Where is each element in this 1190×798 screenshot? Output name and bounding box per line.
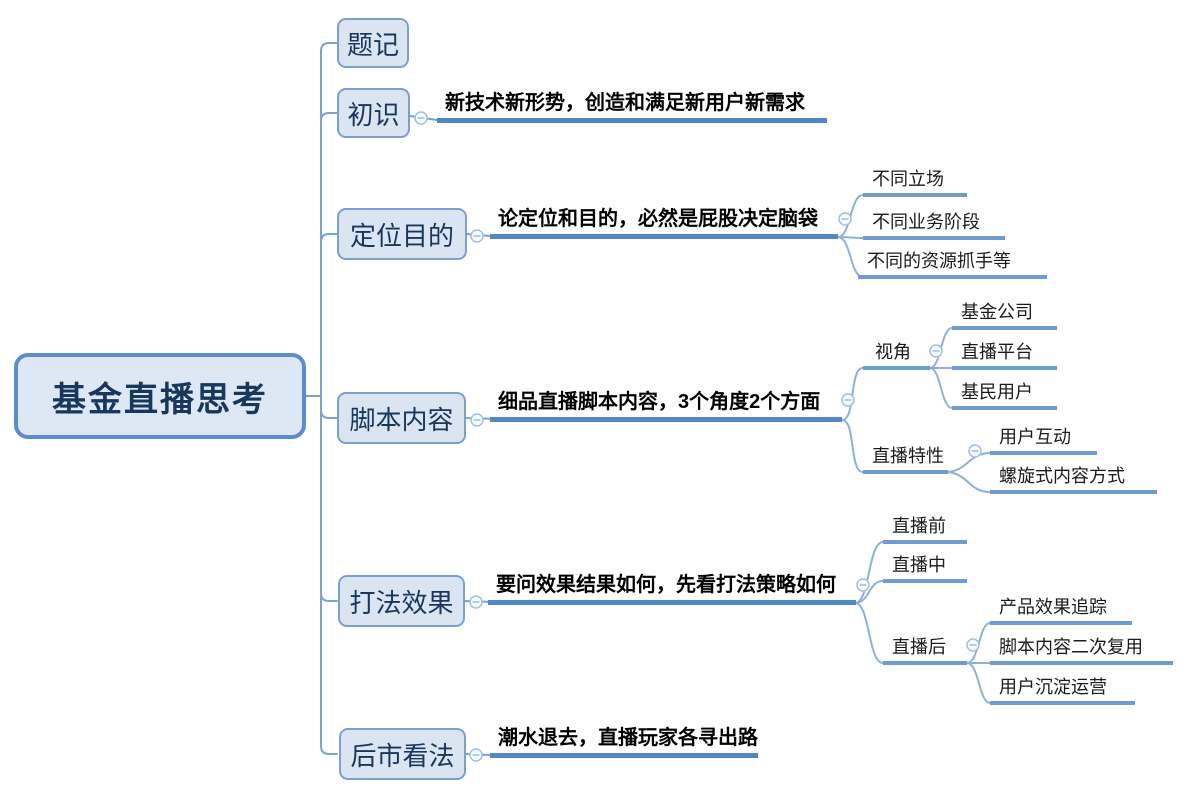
collapse-icon[interactable] bbox=[841, 393, 855, 407]
collapse-icon[interactable] bbox=[856, 578, 870, 592]
subtopic-resources[interactable]: 不同的资源抓手等 bbox=[858, 249, 1047, 279]
collapse-icon[interactable] bbox=[929, 344, 943, 358]
connector-branch-preface bbox=[320, 42, 338, 397]
subtopic-live-platform[interactable]: 直播平台 bbox=[952, 340, 1057, 370]
subtopic-business-stage[interactable]: 不同业务阶段 bbox=[863, 210, 1005, 240]
collapse-icon[interactable] bbox=[470, 413, 484, 427]
branch-topic-first-look[interactable]: 初识 bbox=[337, 88, 410, 138]
subtopic-spiral-content[interactable]: 螺旋式内容方式 bbox=[990, 464, 1157, 494]
collapse-icon[interactable] bbox=[838, 212, 852, 226]
connector-branch-first-look bbox=[320, 112, 338, 397]
subtopic-stance[interactable]: 不同立场 bbox=[863, 167, 967, 197]
collapse-icon[interactable] bbox=[469, 748, 483, 762]
subtopic-viewpoint[interactable]: 视角 bbox=[863, 340, 930, 370]
subtopic-script-reuse[interactable]: 脚本内容二次复用 bbox=[990, 635, 1173, 665]
note-tactics[interactable]: 要问效果结果如何，先看打法策略如何 bbox=[488, 572, 856, 605]
curve-view-3 bbox=[929, 367, 953, 409]
note-script[interactable]: 细品直播脚本内容，3个角度2个方面 bbox=[490, 389, 842, 422]
collapse-icon[interactable] bbox=[469, 595, 483, 609]
curve-tactics-3 bbox=[854, 602, 884, 664]
curve-after-3 bbox=[966, 662, 991, 704]
curve-tactics-1 bbox=[854, 541, 884, 604]
curve-script-1 bbox=[841, 367, 864, 421]
curve-script-2 bbox=[841, 419, 864, 473]
branch-topic-script[interactable]: 脚本内容 bbox=[337, 392, 466, 444]
note-first-look[interactable]: 新技术新形势，创造和满足新用户新需求 bbox=[437, 90, 827, 123]
subtopic-effect-tracking[interactable]: 产品效果追踪 bbox=[990, 595, 1132, 625]
branch-topic-preface[interactable]: 题记 bbox=[337, 18, 409, 68]
connector-branch-positioning bbox=[320, 233, 338, 397]
collapse-icon[interactable] bbox=[470, 229, 484, 243]
subtopic-fund-users[interactable]: 基民用户 bbox=[952, 380, 1057, 410]
note-positioning[interactable]: 论定位和目的，必然是屁股决定脑袋 bbox=[490, 206, 838, 239]
subtopic-user-interaction[interactable]: 用户互动 bbox=[990, 425, 1097, 455]
branch-topic-tactics[interactable]: 打法效果 bbox=[338, 575, 465, 627]
subtopic-after-live[interactable]: 直播后 bbox=[883, 635, 967, 665]
connector-branch-outlook bbox=[320, 395, 338, 755]
curve-tactics-2 bbox=[854, 580, 884, 604]
connector-branch-tactics bbox=[320, 395, 338, 602]
subtopic-live-features[interactable]: 直播特性 bbox=[863, 444, 948, 474]
subtopic-fund-company[interactable]: 基金公司 bbox=[952, 300, 1057, 330]
branch-topic-positioning[interactable]: 定位目的 bbox=[337, 208, 467, 260]
subtopic-during-live[interactable]: 直播中 bbox=[883, 553, 967, 583]
subtopic-before-live[interactable]: 直播前 bbox=[883, 514, 967, 544]
note-outlook[interactable]: 潮水退去，直播玩家各寻出路 bbox=[490, 725, 758, 758]
branch-topic-outlook[interactable]: 后市看法 bbox=[339, 728, 466, 780]
collapse-icon[interactable] bbox=[968, 444, 982, 458]
curve-feature-1 bbox=[944, 452, 991, 473]
root-topic[interactable]: 基金直播思考 bbox=[14, 353, 306, 439]
collapse-icon[interactable] bbox=[966, 638, 980, 652]
curve-feature-2 bbox=[944, 471, 991, 493]
subtopic-user-retention[interactable]: 用户沉淀运营 bbox=[990, 675, 1135, 705]
collapse-icon[interactable] bbox=[414, 111, 428, 125]
connector-branch-script bbox=[320, 395, 338, 419]
